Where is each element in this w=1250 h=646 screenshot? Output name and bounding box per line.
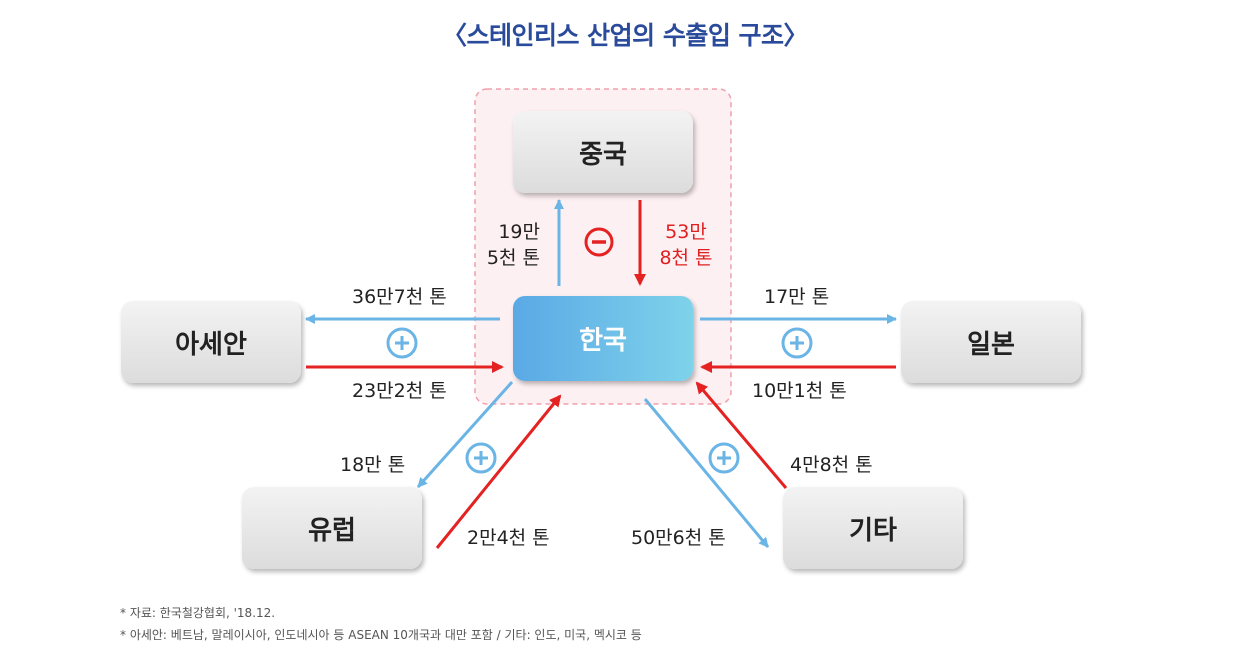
arrow-others-to-korea	[695, 381, 788, 489]
flow-label-china-to-korea: 53만 8천 톤	[650, 219, 722, 271]
node-asean: 아세안	[121, 301, 301, 383]
flow-label-asean-to-korea: 23만2천 톤	[352, 380, 447, 402]
arrow-europe-to-korea	[435, 394, 562, 549]
node-korea: 한국	[513, 296, 693, 381]
footnote-source: * 자료: 한국철강협회, '18.12.	[120, 606, 276, 620]
node-japan: 일본	[901, 301, 1081, 383]
footnote-note: * 아세안: 베트남, 말레이시아, 인도네시아 등 ASEAN 10개국과 대…	[120, 628, 642, 642]
node-china: 중국	[513, 111, 693, 193]
flow-label-japan-to-korea: 10만1천 톤	[752, 380, 847, 402]
flow-label-korea-to-japan: 17만 톤	[764, 286, 830, 308]
japan-surplus-plus-icon	[781, 327, 813, 359]
flow-label-korea-to-china: 19만 5천 톤	[470, 219, 540, 271]
flow-label-korea-to-asean: 36만7천 톤	[352, 286, 447, 308]
flow-value-line: 19만	[498, 221, 540, 243]
flow-value-line: 53만	[665, 221, 707, 243]
flow-value-line: 5천 톤	[486, 247, 540, 269]
others-surplus-plus-icon	[708, 442, 740, 474]
node-others: 기타	[783, 487, 963, 569]
diagram-title: 〈스테인리스 산업의 수출입 구조〉	[441, 21, 809, 50]
arrow-korea-to-europe	[416, 380, 514, 489]
flow-label-others-to-korea: 4만8천 톤	[790, 454, 873, 476]
arrow-korea-to-others	[643, 398, 770, 548]
node-europe: 유럽	[242, 487, 422, 569]
flow-label-korea-to-others: 50만6천 톤	[631, 527, 726, 549]
deficit-minus-icon	[584, 227, 614, 257]
flow-label-europe-to-korea: 2만4천 톤	[467, 527, 550, 549]
flow-value-line: 8천 톤	[659, 247, 713, 269]
flow-label-korea-to-europe: 18만 톤	[340, 454, 406, 476]
asean-surplus-plus-icon	[386, 327, 418, 359]
europe-surplus-plus-icon	[465, 442, 497, 474]
